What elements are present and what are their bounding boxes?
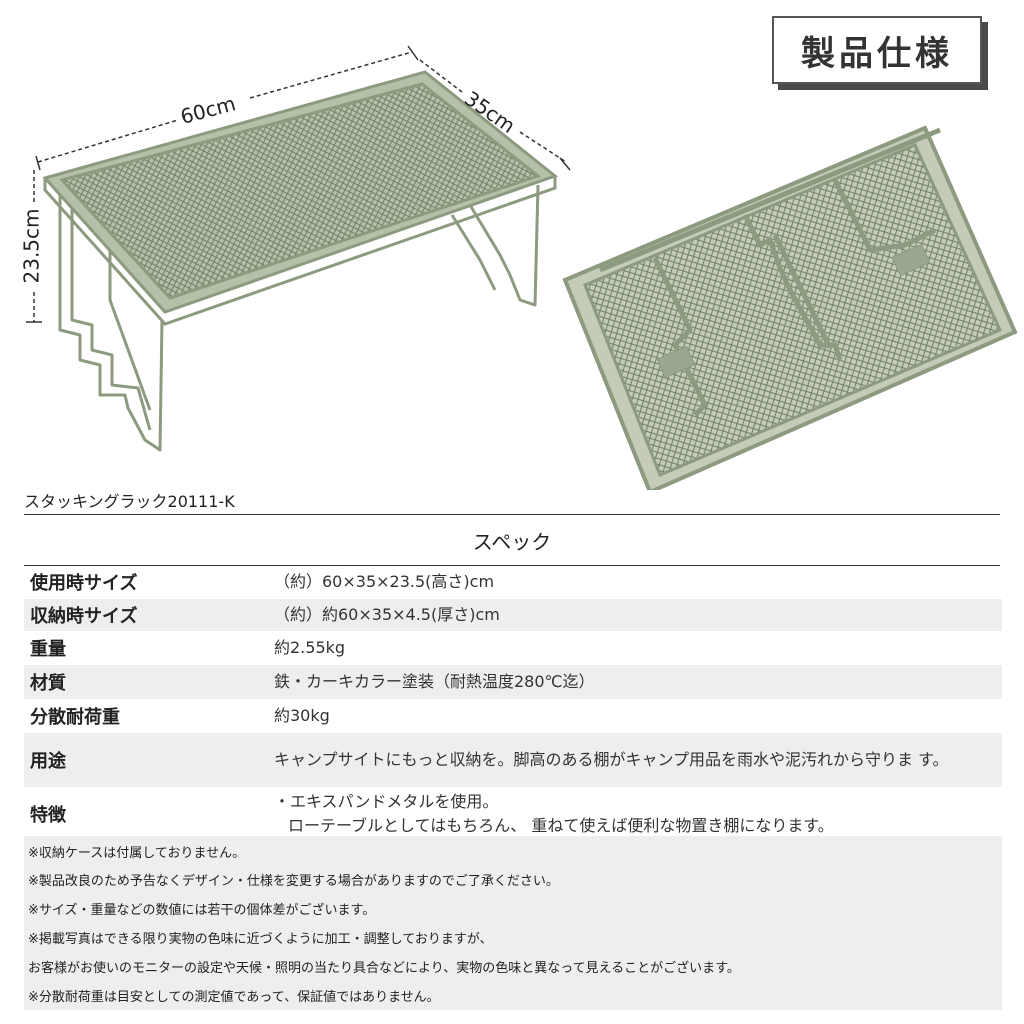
- spec-row-features: 特徴 ・エキスパンドメタルを使用。 ローテーブルとしてはもちろん、 重ねて使えば…: [24, 788, 1002, 841]
- spec-row-material: 材質 鉄・カーキカラー塗装（耐熱温度280℃迄）: [24, 665, 1002, 700]
- spec-value: 約30kg: [274, 706, 330, 725]
- spec-label: 特徴: [30, 805, 66, 826]
- rack-assembled-illustration: [42, 70, 559, 452]
- spec-label: 使用時サイズ: [30, 573, 138, 594]
- spec-label: 収納時サイズ: [30, 606, 138, 627]
- spec-row-usage-size: 使用時サイズ （約）60×35×23.5(高さ)cm: [24, 566, 1002, 599]
- note-item: ※製品改良のため予告なくデザイン・仕様を変更する場合がありますのでご了承ください…: [28, 874, 559, 889]
- note-item: ※分散耐荷重は目安としての測定値であって、保証値ではありません。: [28, 990, 440, 1005]
- height-dimension-label: 23.5cm: [19, 208, 44, 284]
- spec-label: 分散耐荷重: [30, 707, 120, 728]
- feature-line-1: ・エキスパンドメタルを使用。: [274, 792, 499, 811]
- spec-row-weight: 重量 約2.55kg: [24, 632, 1002, 665]
- note-item: ※収納ケースは付属しておりません。: [28, 846, 246, 861]
- spec-value: キャンプサイトにもっと収納を。脚高のある棚がキャンプ用品を雨水や泥汚れから守りま…: [274, 750, 949, 769]
- product-illustration: [26, 45, 1018, 490]
- spec-label: 重量: [30, 639, 66, 660]
- spec-row-purpose: 用途 キャンプサイトにもっと収納を。脚高のある棚がキャンプ用品を雨水や泥汚れから…: [24, 733, 1002, 788]
- spec-title-badge: 製品仕様: [772, 16, 982, 84]
- rack-folded-illustration: [562, 125, 1018, 490]
- spec-value: ・エキスパンドメタルを使用。 ローテーブルとしてはもちろん、 重ねて使えば便利な…: [274, 790, 1002, 838]
- note-item: ※掲載写真はできる限り実物の色味に近づくように加工・調整しておりますが、: [28, 932, 493, 947]
- spec-row-storage-size: 収納時サイズ （約）約60×35×4.5(厚さ)cm: [24, 599, 1002, 632]
- spec-value: （約）約60×35×4.5(厚さ)cm: [274, 605, 500, 624]
- feature-line-2: ローテーブルとしてはもちろん、 重ねて使えば便利な物置き棚になります。: [288, 816, 834, 835]
- note-item: お客様がお使いのモニターの設定や天候・照明の当たり具合などにより、実物の色味と異…: [28, 961, 740, 976]
- spec-heading: スペック: [24, 514, 1000, 566]
- dimension-lines: [26, 45, 571, 323]
- spec-row-load: 分散耐荷重 約30kg: [24, 700, 1002, 733]
- notes-box: ※収納ケースは付属しておりません。 ※製品改良のため予告なくデザイン・仕様を変更…: [24, 836, 1002, 1010]
- spec-table: 使用時サイズ （約）60×35×23.5(高さ)cm 収納時サイズ （約）約60…: [24, 566, 1002, 841]
- product-name: スタッキングラック20111-K: [24, 492, 235, 511]
- spec-value: （約）60×35×23.5(高さ)cm: [274, 572, 495, 591]
- spec-label: 用途: [30, 751, 66, 772]
- note-item: ※サイズ・重量などの数値には若干の個体差がございます。: [28, 903, 376, 918]
- spec-value: 約2.55kg: [274, 638, 346, 657]
- spec-label: 材質: [30, 673, 66, 694]
- spec-value: 鉄・カーキカラー塗装（耐熱温度280℃迄）: [274, 672, 595, 691]
